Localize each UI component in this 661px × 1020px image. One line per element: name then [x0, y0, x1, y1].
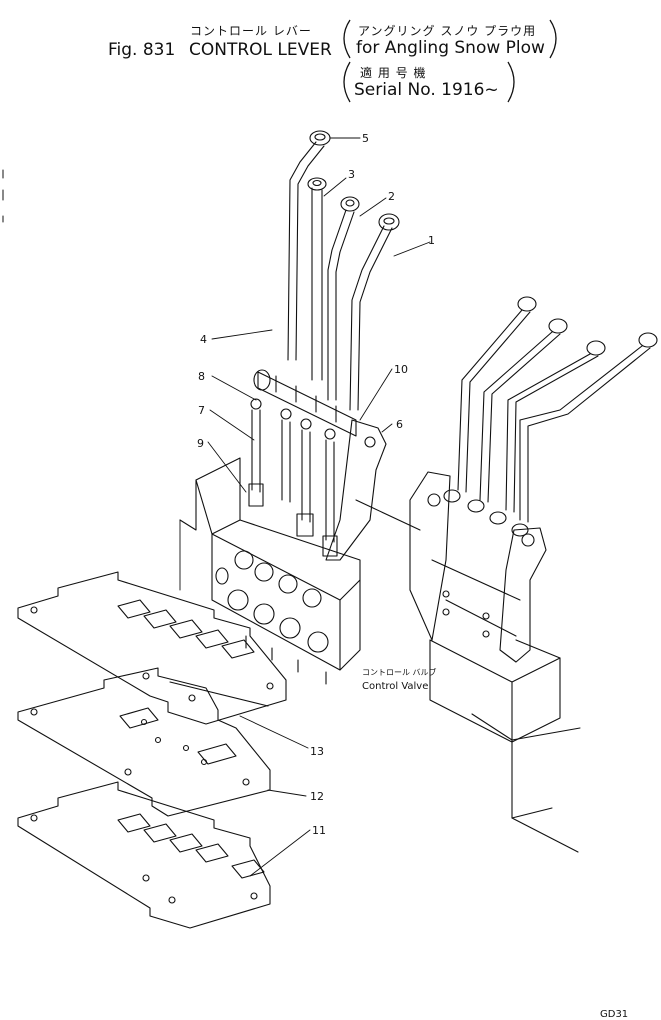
control-valve-jp-label: コントロール バルブ [362, 667, 437, 677]
callout-6: 6 [396, 418, 403, 431]
callout-10: 10 [394, 363, 408, 376]
lever-bank-exploded [248, 130, 400, 561]
jp-serial-label: 適 用 号 機 [360, 66, 427, 80]
gasket-11 [17, 781, 271, 929]
gasket-13 [17, 571, 287, 725]
callout-12: 12 [310, 790, 324, 803]
control-valve-body [179, 457, 361, 685]
fig-label: Fig. 831 [108, 40, 176, 60]
gasket-12 [17, 667, 271, 817]
callout-2: 2 [388, 190, 395, 203]
part-name: CONTROL LEVER [189, 40, 332, 60]
callout-8: 8 [198, 370, 205, 383]
callout-4: 4 [200, 333, 207, 346]
title-parentheses [343, 19, 557, 103]
callout-9: 9 [197, 437, 204, 450]
callout-3: 3 [348, 168, 355, 181]
callout-1: 1 [428, 234, 435, 247]
callout-5: 5 [362, 132, 369, 145]
callout-11: 11 [312, 824, 326, 837]
lever-3 [307, 177, 327, 381]
lever-5 [287, 130, 331, 361]
jp-part-name: コントロール レバー [190, 24, 312, 38]
jp-spec: アングリング スノウ プラウ用 [358, 24, 537, 38]
page-reference: GD31 [600, 1009, 628, 1020]
serial-text: Serial No. 1916~ [354, 80, 499, 100]
leader-lines [179, 137, 431, 877]
lever-2 [327, 196, 360, 401]
title-block: コントロール レバー Fig. 831 CONTROL LEVER アングリング… [0, 0, 661, 110]
control-valve-label: Control Valve [362, 681, 428, 692]
lever-1 [349, 213, 400, 411]
spec-text: for Angling Snow Plow [356, 38, 545, 58]
callout-7: 7 [198, 404, 205, 417]
callout-13: 13 [310, 745, 324, 758]
assembled-lever-view [355, 296, 658, 853]
